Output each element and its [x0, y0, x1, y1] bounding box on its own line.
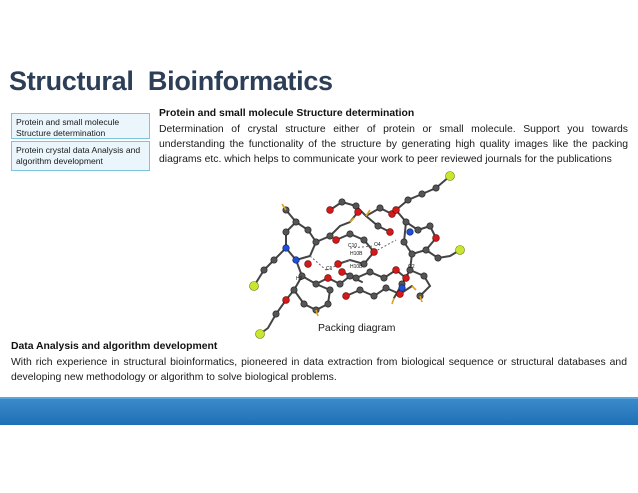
- atoms-oxygen: [282, 206, 440, 304]
- packing-diagram: C10 H10B O4 H10B C1 H1 O2: [249, 171, 465, 339]
- nav-item-data-analysis[interactable]: Protein crystal data Analysis and algori…: [11, 141, 150, 171]
- atoms-chlorine: [249, 171, 465, 339]
- atom-label: H10B: [350, 251, 363, 257]
- atom-label: H1: [296, 276, 303, 282]
- figure-caption: Packing diagram: [318, 323, 396, 334]
- atom-label: H10B: [350, 264, 363, 270]
- section-structure-body: Determination of crystal structure eithe…: [159, 124, 628, 165]
- section-analysis-body: With rich experience in structural bioin…: [11, 357, 627, 383]
- section-structure-heading: Protein and small molecule Structure det…: [159, 108, 415, 119]
- atom-label: O4: [374, 242, 381, 248]
- nav-item-structure-determination[interactable]: Protein and small molecule Structure det…: [11, 113, 150, 139]
- atoms-carbon: [260, 184, 442, 318]
- slide-title: Structural Bioinformatics: [9, 66, 333, 96]
- atoms-nitrogen: [282, 228, 414, 292]
- topic-nav: Protein and small molecule Structure det…: [11, 113, 150, 173]
- atom-labels: C10 H10B O4 H10B C1 H1 O2: [296, 242, 415, 282]
- footer-highlight: [0, 397, 638, 399]
- atom-label: C10: [348, 243, 357, 249]
- footer-band: [0, 397, 638, 425]
- atom-label: C1: [326, 266, 333, 272]
- atoms-hydrogen: [281, 203, 423, 317]
- atom-label: O2: [408, 264, 415, 270]
- section-analysis-heading: Data Analysis and algorithm development: [11, 341, 218, 352]
